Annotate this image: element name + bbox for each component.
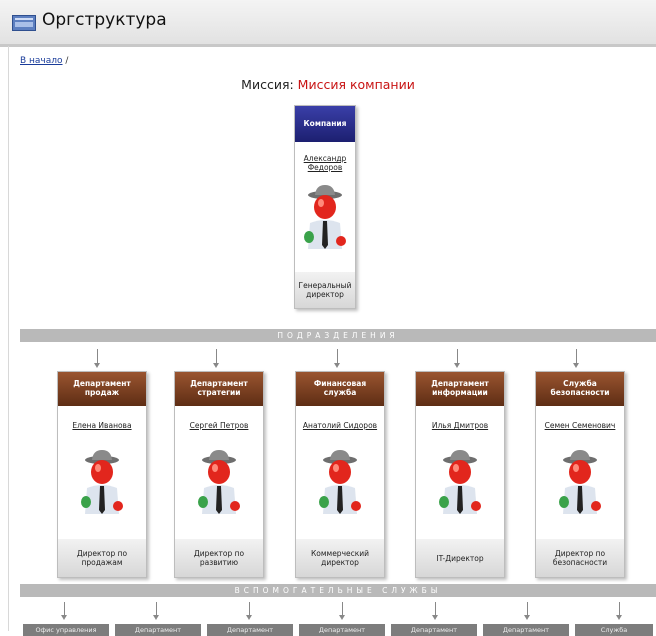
employee-position: Директор по продажам [58,539,146,577]
employee-name-link[interactable]: Анатолий Сидоров [302,421,378,430]
connector-arrow [432,602,438,620]
window-icon [12,15,36,31]
connector-arrow [213,349,219,368]
breadcrumb-home-link[interactable]: В начало [20,56,63,66]
employee-name-link[interactable]: Елена Иванова [72,421,132,430]
card-header: Финансовая служба [296,372,384,406]
org-card-department: Департамент стратегии Сергей Петров Дире… [174,371,264,578]
employee-name-link[interactable]: Сергей Петров [189,421,249,430]
employee-position: Директор по развитию [175,539,263,577]
breadcrumb-separator: / [65,56,69,66]
connector-arrow [339,602,345,620]
connector-arrow [246,602,252,620]
connector-arrow [573,349,579,368]
card-header: Департамент стратегии [175,372,263,406]
employee-name-link[interactable]: Семен Семенович [544,421,616,430]
card-header: Компания [295,106,355,142]
person-avatar-icon [304,185,346,249]
support-service-box[interactable]: Служба [575,624,653,636]
org-card-department: Департамент продаж Елена Иванова Директо… [57,371,147,578]
breadcrumb: В начало / [20,56,68,66]
org-card-department: Служба безопасности Семен Семенович Дире… [535,371,625,578]
person-avatar-icon [81,450,123,514]
person-avatar-icon [559,450,601,514]
connector-arrow [616,602,622,620]
employee-name-link[interactable]: Александр Федоров [303,154,347,172]
card-header: Департамент продаж [58,372,146,406]
employee-position: Коммерческий директор [296,539,384,577]
connector-arrow [524,602,530,620]
mission-value: Миссия компании [297,77,415,92]
org-card-company: Компания Александр Федоров Генеральный д… [294,105,356,309]
connector-arrow [334,349,340,368]
connector-arrow [153,602,159,620]
window-titlebar: Оргструктура [0,0,656,47]
connector-arrow [454,349,460,368]
support-service-box[interactable]: Департамент [483,624,569,636]
support-service-box[interactable]: Департамент [391,624,477,636]
person-avatar-icon [319,450,361,514]
card-header: Департамент информации [416,372,504,406]
window-title: Оргструктура [42,10,167,30]
support-service-box[interactable]: Офис управления [23,624,109,636]
org-card-department: Финансовая служба Анатолий Сидоров Комме… [295,371,385,578]
support-service-box[interactable]: Департамент [299,624,385,636]
connector-arrow [61,602,67,620]
support-service-box[interactable]: Департамент [115,624,201,636]
mission-line: Миссия: Миссия компании [0,77,656,92]
employee-name-link[interactable]: Илья Дмитров [431,421,489,430]
employee-position: IT-Директор [416,539,504,577]
mission-label: Миссия: [241,77,294,92]
subdivisions-band: ПОДРАЗДЕЛЕНИЯ [20,329,656,342]
person-avatar-icon [198,450,240,514]
support-service-box[interactable]: Департамент [207,624,293,636]
employee-position: Директор по безопасности [536,539,624,577]
person-avatar-icon [439,450,481,514]
card-header: Служба безопасности [536,372,624,406]
support-services-band: ВСПОМОГАТЕЛЬНЫЕ СЛУЖБЫ [20,584,656,597]
employee-position: Генеральный директор [295,272,355,308]
content-frame [8,46,656,631]
org-card-department: Департамент информации Илья Дмитров IT-Д… [415,371,505,578]
connector-arrow [94,349,100,368]
